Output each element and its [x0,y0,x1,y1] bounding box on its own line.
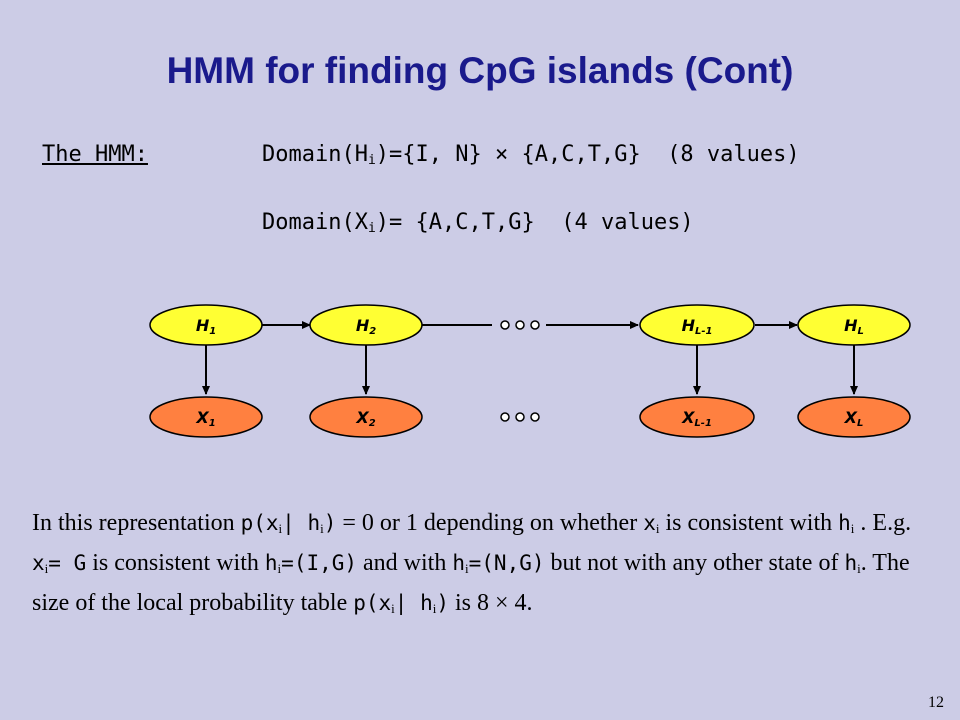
node-xl1 [639,396,755,438]
label-xl1: XL-1 [681,408,712,429]
label-xl: XL [844,408,864,429]
node-xl [797,396,911,438]
node-hl [797,304,911,346]
hmm-label: The HMM: [42,142,148,167]
ellipsis-dots-observed [500,412,540,422]
page-number: 12 [928,694,944,711]
label-h1: H1 [196,316,216,337]
node-x2 [309,396,423,438]
ellipsis-dots-hidden [500,320,540,330]
label-x2: X2 [355,408,375,429]
label-hl1: HL-1 [682,316,713,337]
domain-x-line: Domain(Xi)= {A,C,T,G} (4 values) [262,210,694,236]
slide-title: HMM for finding CpG islands (Cont) [166,50,794,91]
node-h2 [309,304,423,346]
node-h1 [149,304,263,346]
node-x1 [149,396,263,438]
domain-h-line: Domain(Hi)={I, N} × {A,C,T,G} (8 values) [262,142,800,168]
label-h2: H2 [356,316,376,337]
label-hl: HL [844,316,864,337]
label-x1: X1 [195,408,215,429]
node-hl1 [639,304,755,346]
explanation-paragraph: In this representation p(xi| hi) = 0 or … [32,510,912,616]
